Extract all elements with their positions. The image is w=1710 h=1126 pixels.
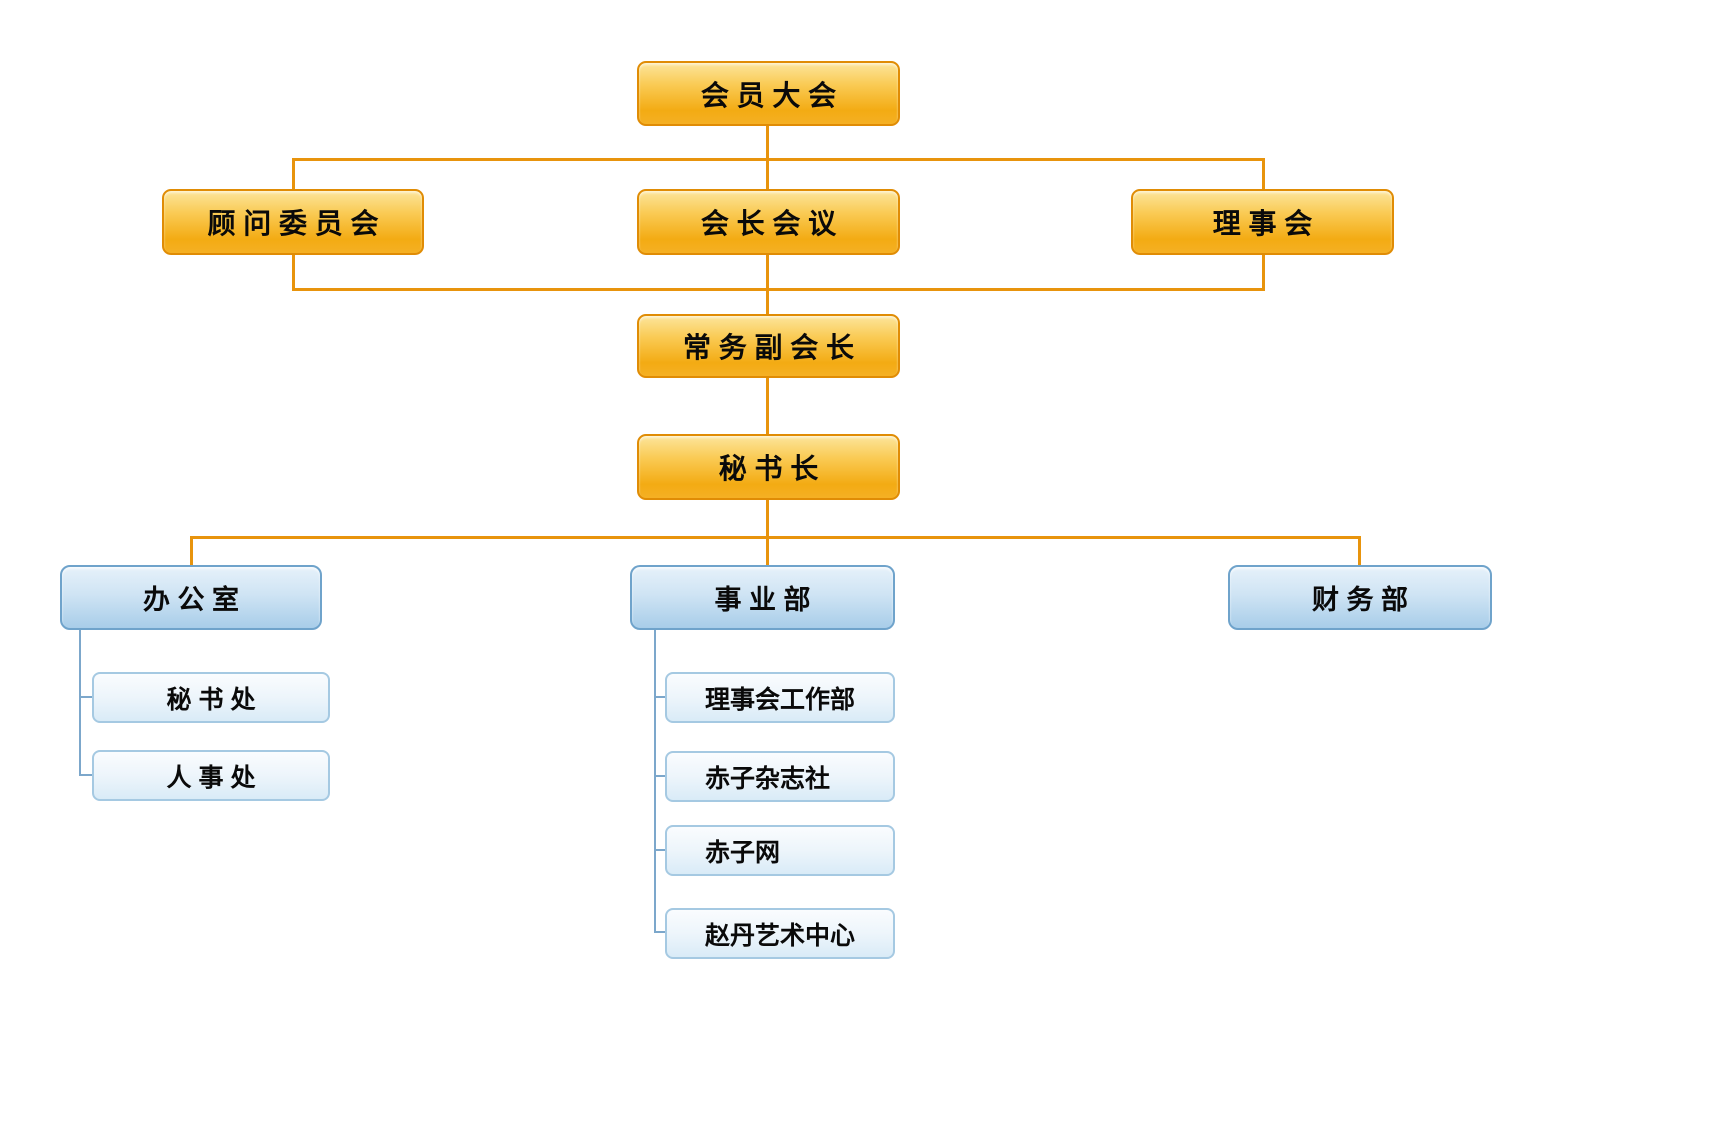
connector-rail3 (190, 536, 1361, 539)
connector-artcenter-stub (654, 931, 665, 933)
org-node-office: 办 公 室 (60, 565, 322, 630)
org-node-executive-vice-president: 常 务 副 会 长 (637, 314, 900, 378)
connector-net-stub (654, 849, 665, 851)
connector-office-drop (190, 536, 193, 565)
org-node-advisory-committee: 顾 问 委 员 会 (162, 189, 424, 255)
connector-office-branch (79, 630, 81, 776)
org-node-council-work-department: 理事会工作部 (665, 672, 895, 723)
org-node-chizi-net: 赤子网 (665, 825, 895, 876)
connector-board-down (1262, 255, 1265, 291)
connector-board-drop (1262, 158, 1265, 190)
org-node-member-congress: 会 员 大 会 (637, 61, 900, 126)
connector-councilwork-stub (654, 696, 665, 698)
org-node-zhaodan-art-center: 赵丹艺术中心 (665, 908, 895, 959)
org-node-chizi-magazine: 赤子杂志社 (665, 751, 895, 802)
connector-advisory-drop (292, 158, 295, 190)
connector-center-to-evp (766, 255, 769, 314)
connector-presmeet-drop (766, 158, 769, 190)
org-node-personnel-office: 人 事 处 (92, 750, 330, 801)
connector-rail2 (292, 288, 1265, 291)
connector-rail1 (292, 158, 1265, 161)
connector-advisory-down (292, 255, 295, 291)
connector-root-drop (766, 126, 769, 160)
connector-sg-down (766, 500, 769, 565)
connector-magazine-stub (654, 775, 665, 777)
connector-secretariat-stub (79, 696, 92, 698)
org-node-finance-department: 财 务 部 (1228, 565, 1492, 630)
org-node-secretary-general: 秘 书 长 (637, 434, 900, 500)
connector-personnel-stub (79, 774, 92, 776)
connector-finance-drop (1358, 536, 1361, 565)
connector-business-branch (654, 630, 656, 933)
connector-evp-to-sg (766, 378, 769, 434)
org-node-business-division: 事 业 部 (630, 565, 895, 630)
org-node-presidents-meeting: 会 长 会 议 (637, 189, 900, 255)
org-node-board-of-directors: 理 事 会 (1131, 189, 1394, 255)
org-node-secretariat: 秘 书 处 (92, 672, 330, 723)
